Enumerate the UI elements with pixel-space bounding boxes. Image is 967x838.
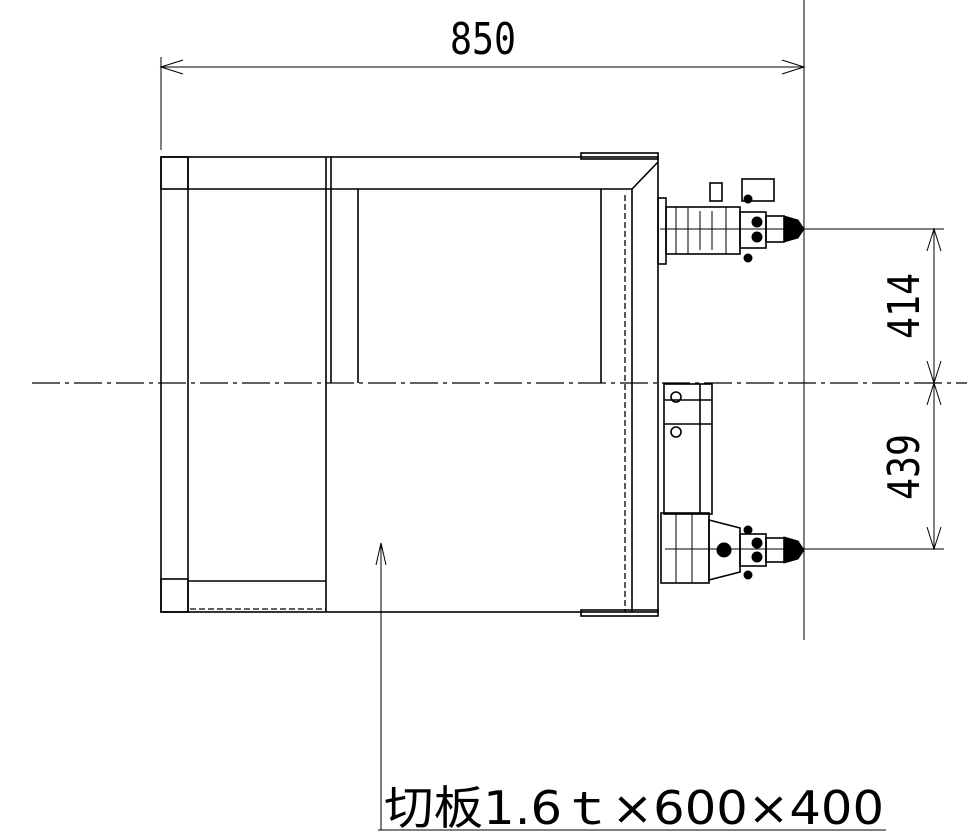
bracket-frame	[663, 383, 713, 515]
caster-hub-lower	[739, 533, 767, 567]
width-dimension: 850	[159, 0, 806, 640]
corner-post-top-left	[160, 156, 189, 190]
bottom-bracket	[580, 609, 659, 617]
lower-caster	[660, 512, 805, 584]
width-dimension-label: 850	[450, 14, 516, 65]
leader-arrow	[375, 542, 387, 566]
arrow-right	[781, 59, 806, 75]
caster-plate-lower	[660, 512, 710, 584]
corner-chamfer	[631, 161, 659, 190]
upper-caster	[657, 178, 805, 265]
outer-frame	[160, 156, 659, 613]
caster-hub-upper	[739, 211, 767, 249]
material-note: 切板1.6ｔ×600×400	[375, 542, 886, 835]
caster-body-upper	[665, 206, 741, 255]
caster-plate-upper	[657, 197, 667, 265]
offset-dimensions: 414 439	[804, 227, 944, 551]
top-bracket	[580, 152, 659, 160]
cart-body	[160, 152, 659, 617]
wheel-lower	[783, 536, 805, 564]
lower-offset-label: 439	[879, 434, 930, 500]
middle-bracket	[663, 383, 713, 515]
arrow-left	[159, 59, 184, 75]
corner-post-bottom-left	[160, 578, 189, 613]
material-note-label: 切板1.6ｔ×600×400	[384, 781, 884, 835]
upper-offset-label: 414	[879, 273, 930, 339]
